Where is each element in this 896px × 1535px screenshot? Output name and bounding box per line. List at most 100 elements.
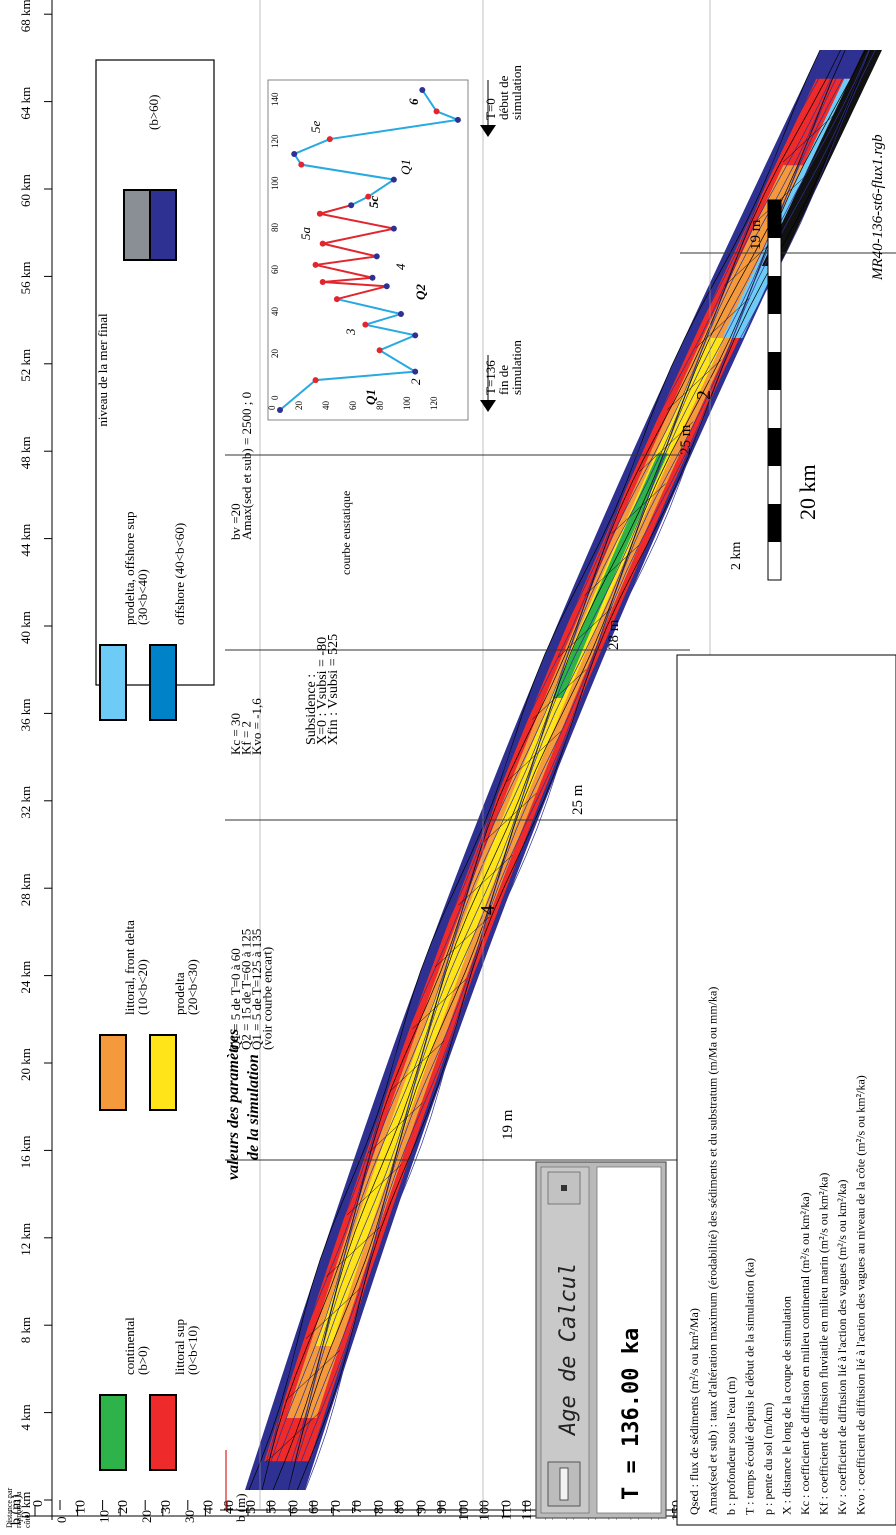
eustatic-point — [433, 108, 440, 115]
distance-tick-label: 8 km — [18, 1317, 33, 1343]
legend-label: (b>60) — [146, 95, 161, 131]
sediment-wedge — [225, 49, 882, 1510]
legend-label: littoral sup — [172, 1319, 187, 1375]
distance-tick-label: 24 km — [18, 961, 33, 994]
b-param-line: bv =20 — [228, 503, 243, 540]
inset-frame — [267, 79, 469, 421]
bottom-tick-label: 100 — [478, 1500, 493, 1521]
inset-x-tick: 100 — [270, 176, 280, 190]
glossary-line: b : profondeur sous l'eau (m) — [724, 1377, 738, 1515]
inset-label: 5e — [308, 121, 323, 134]
eustatic-point — [319, 279, 326, 285]
clinoform-line — [304, 49, 876, 1491]
time-line — [782, 111, 838, 163]
top-tick-label: 70 — [329, 1500, 344, 1514]
time-line — [265, 1412, 320, 1463]
top-axis-label-right: b (m) — [9, 1494, 24, 1525]
age-value: T = 136.00 ka — [619, 1328, 644, 1500]
scale-bar: 20 km 2 km MR40-136-st6-flux1.rgb — [729, 134, 886, 581]
inset-y-tick: 120 — [429, 396, 439, 410]
left-depth-tick-label: 20 — [139, 1510, 154, 1523]
distance-tick-label: 56 km — [18, 262, 33, 295]
depth-mark: 19 m — [500, 1109, 516, 1140]
clinoform-line — [290, 49, 870, 1491]
left-depth-tick-label: 0 — [54, 1517, 69, 1524]
inset-label: Q2 — [413, 284, 428, 300]
continental-lens — [552, 453, 669, 698]
clinoform-line — [296, 49, 872, 1491]
clinoform-line — [272, 49, 846, 1491]
scale-bar-segment — [768, 504, 781, 542]
legend-sublabel: (10<b<20) — [135, 959, 150, 1015]
legend-swatch — [149, 644, 177, 721]
legend-swatch-navy — [149, 189, 177, 261]
glossary-line: Amax(sed et sub) : taux d'altération max… — [706, 987, 720, 1515]
glossary-frame — [676, 654, 896, 1526]
eustatic-point — [376, 347, 383, 354]
legend-sublabel: (20<b<30) — [185, 959, 200, 1015]
time-line — [667, 359, 722, 410]
legend-label: prodelta, offshore sup — [122, 512, 137, 625]
time-line — [506, 731, 562, 782]
time-line — [326, 1226, 381, 1277]
time-line — [611, 483, 666, 534]
flow-param-line: Q1 = 5 de T=0 à 60 — [228, 948, 243, 1050]
distance-tick-label: 40 km — [18, 611, 33, 644]
inset-label: 3 — [343, 328, 358, 336]
eustatic-curve-blue — [279, 298, 419, 411]
distance-caption: rapport à la — [14, 1491, 23, 1528]
glossary-line: X : distance le long de la coupe de simu… — [780, 1296, 794, 1515]
eustatic-point — [326, 136, 333, 143]
age-dialog-title: Age de Calcul — [556, 1263, 581, 1437]
distance-tick-label: 44 km — [18, 524, 33, 557]
time-line — [482, 793, 537, 844]
time-line — [695, 297, 750, 349]
legend-swatch — [149, 1394, 177, 1471]
glossary-line: T : temps écoulé depuis le début de la s… — [743, 1258, 757, 1515]
clinoform-line — [288, 49, 866, 1491]
subsidence-line: X=0 : Vsubsi = -80 — [315, 637, 330, 745]
eustatic-point — [412, 368, 419, 375]
diffusion-param-line: Kf = 2 — [239, 721, 254, 755]
t-end-arrowhead — [480, 400, 496, 412]
scale-20km-label: 20 km — [795, 464, 820, 520]
legend-swatch — [99, 644, 127, 721]
distance-tick-label: 20 km — [18, 1048, 33, 1081]
legend-frame — [95, 59, 215, 686]
distance-tick-label: 12 km — [18, 1223, 33, 1256]
legend-sublabel: (b>0) — [135, 1346, 150, 1375]
glossary-line: Qsed : flux de sédiments (m²/s ou km²/Ma… — [687, 1308, 701, 1515]
parameters-block: valeurs des paramètres de la simulation … — [225, 392, 341, 1180]
subsidence-line: Subsidence : — [304, 674, 319, 745]
clinoform-line — [256, 49, 827, 1491]
diffusion-param-line: Kc = 30 — [228, 713, 243, 755]
file-label: MR40-136-st6-flux1.rgb — [870, 134, 886, 281]
inset-x-tick: 20 — [270, 349, 280, 359]
scale-bar-segment — [768, 276, 781, 314]
eustatic-point — [333, 296, 340, 303]
inset-label: 6 — [406, 98, 421, 105]
glossary-line: Kvo : coefficient de diffusion lié à l'a… — [854, 1075, 868, 1515]
glossary: Qsed : flux de sédiments (m²/s ou km²/Ma… — [676, 654, 896, 1526]
t-start-label: simulation — [509, 65, 524, 120]
age-dialog-titlebar[interactable] — [540, 1166, 590, 1514]
scale-2km-label: 2 km — [729, 542, 744, 571]
sequence-number: 2 — [693, 390, 715, 400]
scale-bar-segment — [768, 352, 781, 390]
scale-bar-segment — [768, 428, 781, 466]
inset-x-tick: 140 — [270, 92, 280, 106]
top-tick-label: 0 — [31, 1500, 46, 1507]
age-value-panel — [596, 1166, 662, 1514]
time-line — [557, 607, 613, 658]
eustatic-point — [312, 261, 319, 268]
time-line — [434, 916, 490, 968]
eustatic-point — [348, 202, 355, 209]
eustatic-point — [277, 407, 283, 413]
depth-mark: 25 m — [678, 424, 694, 455]
eustatic-point — [362, 321, 369, 328]
time-line — [389, 1040, 445, 1092]
